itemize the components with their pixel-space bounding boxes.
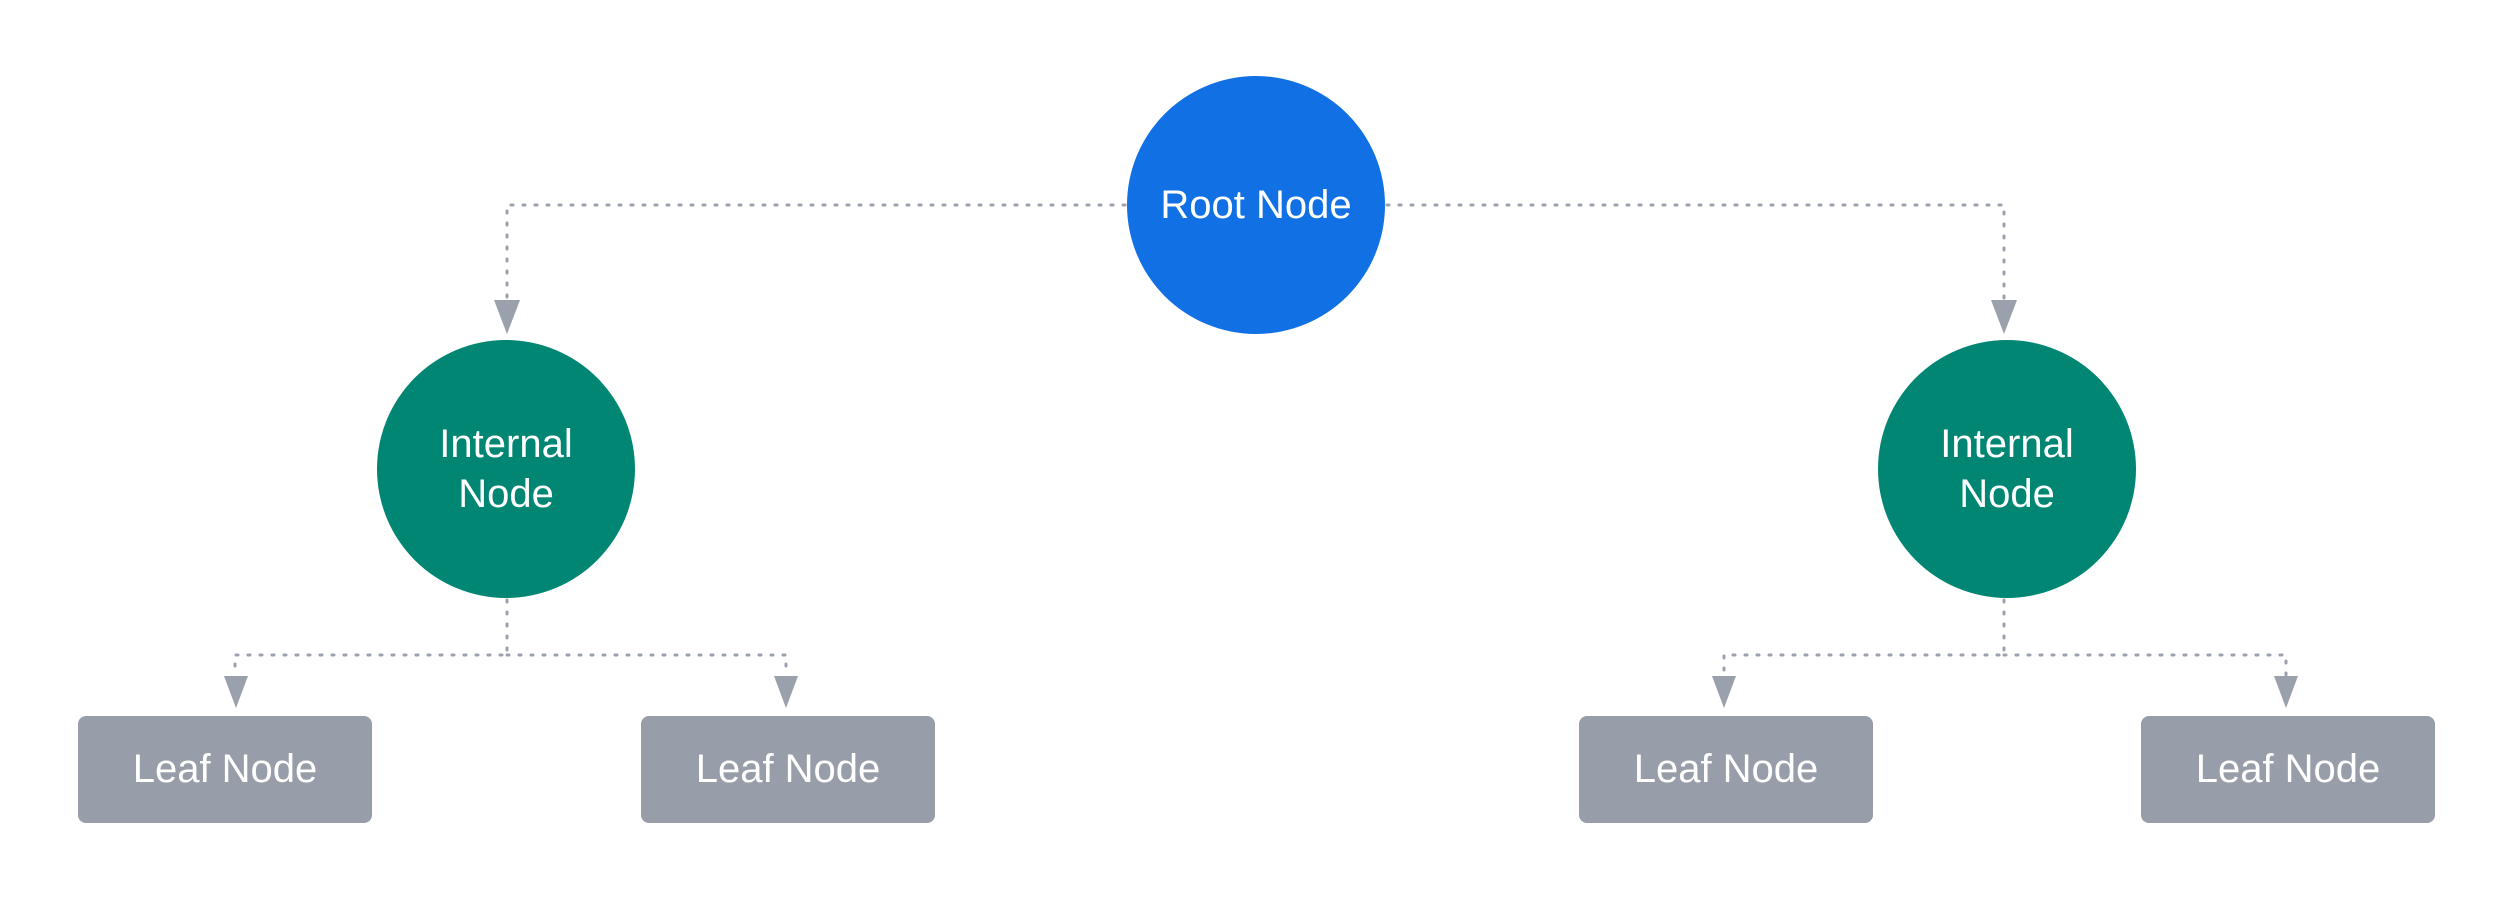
- connector-internal-left-to-leaf-2: [505, 653, 788, 678]
- arrowhead-internal-left: [494, 300, 520, 334]
- leaf-node-1-label: Leaf Node: [132, 747, 318, 791]
- arrowhead-leaf-3: [1712, 676, 1736, 708]
- leaf-node-4[interactable]: Leaf Node: [2141, 716, 2435, 823]
- arrowhead-internal-right: [1991, 300, 2017, 334]
- leaf-node-3-label: Leaf Node: [1633, 747, 1819, 791]
- arrowhead-leaf-1: [224, 676, 248, 708]
- connector-root-to-internal-right: [1385, 203, 2006, 302]
- leaf-node-3[interactable]: Leaf Node: [1579, 716, 1873, 823]
- internal-node-right[interactable]: Internal Node: [1878, 340, 2136, 598]
- leaf-node-1[interactable]: Leaf Node: [78, 716, 372, 823]
- connector-root-to-internal-left: [505, 203, 1127, 302]
- leaf-node-2[interactable]: Leaf Node: [641, 716, 935, 823]
- leaf-node-2-label: Leaf Node: [695, 747, 881, 791]
- internal-node-left-label: Internal Node: [439, 422, 573, 516]
- connector-internal-right-to-leaf-3: [1722, 598, 2006, 678]
- internal-node-right-label: Internal Node: [1940, 422, 2074, 516]
- connector-internal-left-to-leaf-1: [233, 598, 509, 678]
- internal-node-left[interactable]: Internal Node: [377, 340, 635, 598]
- root-node[interactable]: Root Node: [1127, 76, 1385, 334]
- arrowhead-leaf-4: [2274, 676, 2298, 708]
- root-node-label: Root Node: [1160, 183, 1352, 227]
- arrowhead-leaf-2: [774, 676, 798, 708]
- connector-internal-right-to-leaf-4: [2002, 653, 2288, 678]
- leaf-node-4-label: Leaf Node: [2195, 747, 2381, 791]
